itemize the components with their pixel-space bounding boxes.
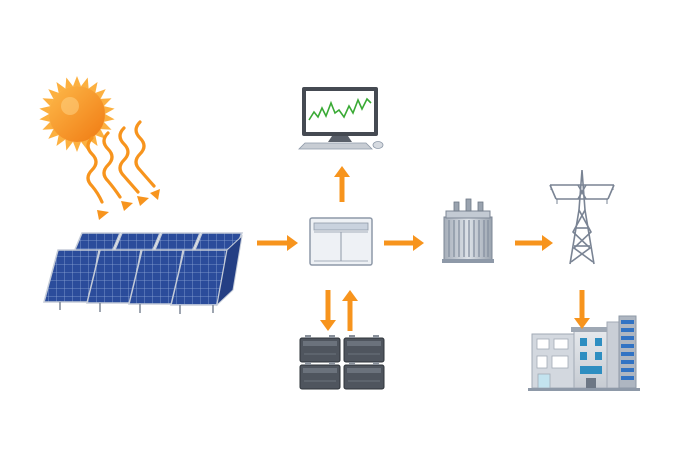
transmission-tower-icon: [549, 169, 615, 265]
sun-icon: [39, 76, 115, 152]
monitor-chart-icon: [298, 87, 384, 150]
buildings-icon: [528, 315, 640, 391]
arrow-inverter-to-batteries: [320, 290, 336, 331]
arrow-pylon-to-buildings: [574, 290, 590, 329]
battery-unit-icon: [343, 335, 385, 363]
battery-unit-icon: [343, 362, 385, 390]
battery-unit-icon: [299, 362, 341, 390]
sunlight-arrowheads: [97, 189, 160, 220]
arrow-panels-to-inverter: [257, 235, 298, 251]
inverter-cabinet-icon: [309, 217, 373, 266]
arrow-inverter-to-monitor: [334, 166, 350, 202]
arrow-batteries-to-inverter: [342, 290, 358, 331]
solar-panel-icon: [43, 232, 244, 314]
flow-arrows: [257, 166, 590, 331]
arrow-transformer-to-pylon: [515, 235, 553, 251]
sunlight-wavy-arrows: [86, 120, 156, 204]
arrow-inverter-to-transformer: [384, 235, 424, 251]
battery-unit-icon: [299, 335, 341, 363]
transformer-icon: [442, 198, 494, 263]
battery-bank-icon: [299, 335, 385, 390]
